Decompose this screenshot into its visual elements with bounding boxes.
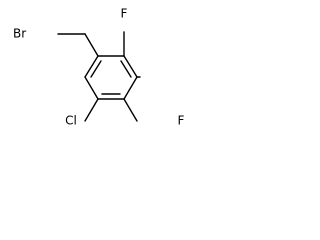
bromine-label: Br [13, 27, 26, 41]
ring-bond-c1-c2 [84, 55, 99, 78]
bond-ring-cl [84, 98, 99, 122]
fluorine-right-label: F [178, 114, 185, 128]
ring-bond-c4-c5 [123, 76, 138, 100]
fluorine-top-label: F [121, 7, 128, 21]
chemical-structure: Br F F Cl [13, 7, 185, 128]
bond-c4-f [123, 98, 138, 122]
ring-double-bond-c3-c4 [120, 60, 132, 78]
chlorine-label: Cl [65, 114, 77, 128]
bond-ring-ch2 [84, 33, 99, 57]
ring-bond-c6-c1 [84, 76, 99, 100]
ring-bond-c3-c4 [123, 55, 138, 78]
ring-double-bond-c1-c2 [90, 60, 102, 78]
